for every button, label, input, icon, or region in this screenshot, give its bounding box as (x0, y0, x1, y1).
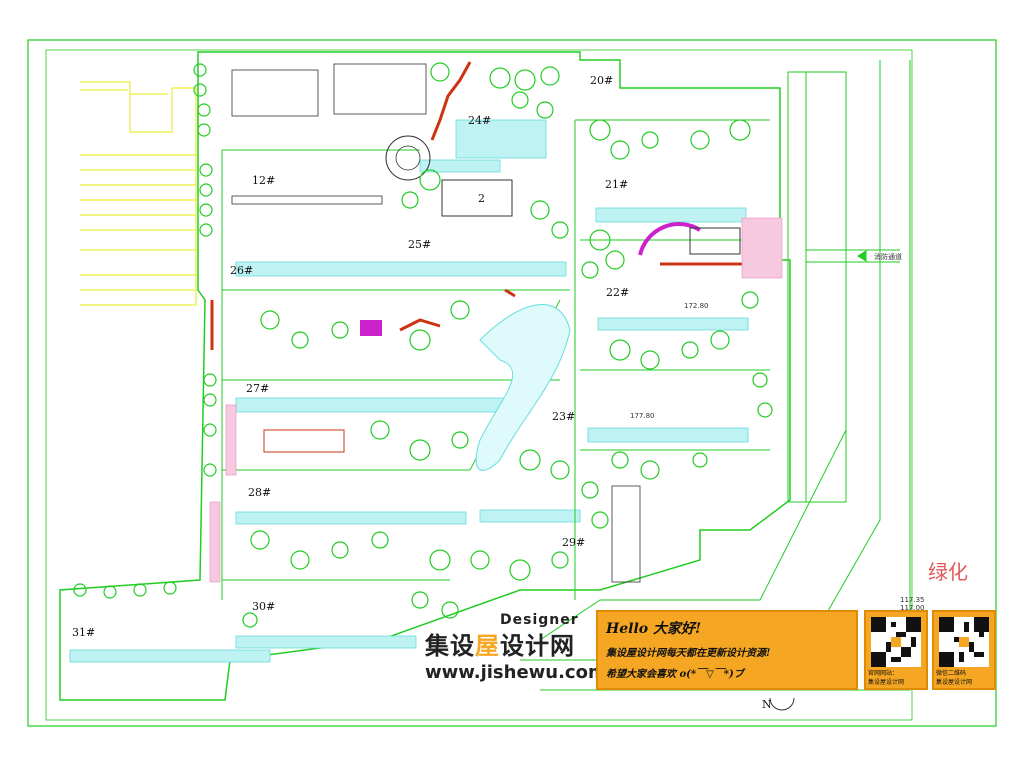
south-parking (611, 485, 641, 583)
building-label: 28# (248, 486, 271, 499)
elevation-label: 117.00 (900, 604, 925, 612)
center-plot-label: 2 (478, 192, 485, 205)
logo-brand-a: 集设 (425, 632, 475, 660)
building-footprints (69, 63, 749, 663)
elevation-label: 177.80 (630, 412, 655, 420)
logo-brand: 集设屋设计网 (425, 626, 575, 661)
elevation-label: 172.80 (684, 302, 709, 310)
site-boundary (59, 51, 791, 701)
water-feature (475, 304, 571, 471)
building-label: 21# (605, 178, 628, 191)
plazas (263, 135, 741, 453)
qr-caption: 集设屋设计网 (936, 679, 973, 686)
building-label: 29# (562, 536, 585, 549)
inner-frame (45, 49, 913, 721)
qr-website[interactable]: 官网网站： 集设屋设计网 (864, 610, 928, 690)
building-label: 31# (72, 626, 95, 639)
logo-brand-b: 屋 (475, 632, 500, 660)
elevation-label: 117.35 (900, 596, 925, 604)
north-arrow (769, 697, 795, 711)
east-road (520, 60, 911, 691)
building-label: 12# (252, 174, 275, 187)
building-label: 25# (408, 238, 431, 251)
banner-hello: Hello 大家好! (606, 621, 702, 637)
banner-line-2: 希望大家会喜欢 o(*￣▽￣*)ブ (606, 669, 744, 680)
logo-url[interactable]: www.jishewu.com (425, 662, 607, 683)
tree-clusters (73, 62, 773, 628)
fire-lane-label: 消防通道 (874, 252, 902, 261)
building-label: 22# (606, 286, 629, 299)
banner-line-1: 集设屋设计网每天都在更新设计资源! (606, 648, 771, 659)
building-label: 20# (590, 74, 613, 87)
qr-code-icon (871, 617, 921, 667)
qr-caption: 微信二维码 (936, 670, 967, 677)
section-label: 绿化 (928, 560, 968, 584)
building-labels: 20# 24# 21# 12# 25# 26# 22# 27# 23# 28# … (72, 74, 629, 639)
building-label: 26# (230, 264, 253, 277)
qr-caption: 官网网站： (868, 670, 899, 677)
north-arrow-label: N (762, 698, 772, 711)
outer-frame (27, 39, 997, 727)
logo-brand-c: 设计网 (500, 632, 575, 660)
logo-designer-text: Designer (500, 612, 579, 628)
building-label: 24# (468, 114, 491, 127)
neighbour-lots (80, 81, 197, 306)
qr-caption: 集设屋设计网 (868, 679, 905, 686)
building-label: 23# (552, 410, 575, 423)
qr-code-icon (939, 617, 989, 667)
promo-banner: Hello 大家好! 集设屋设计网每天都在更新设计资源! 希望大家会喜欢 o(*… (596, 610, 858, 690)
watermark-logo: Designer 集设屋设计网 www.jishewu.com (425, 612, 607, 692)
building-label: 30# (252, 600, 275, 613)
building-label: 27# (246, 382, 269, 395)
pink-paving (209, 217, 783, 583)
qr-wechat[interactable]: 微信二维码 集设屋设计网 (932, 610, 996, 690)
